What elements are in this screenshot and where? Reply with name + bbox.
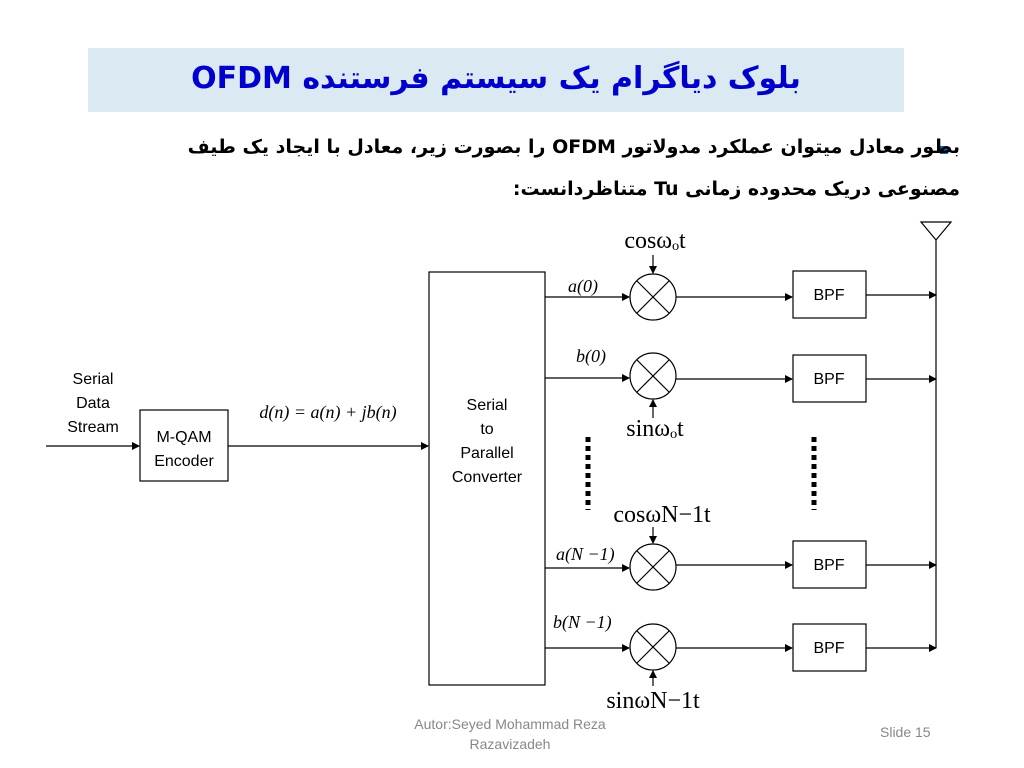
bpf-block-1 bbox=[792, 270, 867, 319]
title-banner: بلوک دیاگرام یک سیستم فرستنده OFDM bbox=[88, 48, 904, 112]
carrier-2-label: sinωₒt bbox=[626, 416, 684, 442]
bullet-icon bbox=[940, 146, 948, 154]
carrier-3-label: cosωN−1t bbox=[613, 502, 711, 528]
carrier-1-label: cosωₒt bbox=[624, 228, 686, 254]
branch-1-signal: a(0) bbox=[568, 276, 598, 297]
bpf-4-label: BPF bbox=[813, 640, 844, 657]
converter-label-line-4: Converter bbox=[452, 469, 523, 486]
bpf-block-2 bbox=[792, 354, 867, 403]
converter-label-line-2: to bbox=[480, 421, 493, 438]
input-label-line-2: Data bbox=[76, 395, 110, 412]
encoder-label-line-1: M-QAM bbox=[156, 429, 211, 446]
branch-4-signal: b(N −1) bbox=[553, 612, 612, 633]
symbol-equation: d(n) = a(n) + jb(n) bbox=[259, 402, 396, 423]
mqam-encoder-block bbox=[139, 409, 229, 482]
body-text-line-1: بطور معادل میتوان عملکرد مدولاتور OFDM ر… bbox=[187, 136, 960, 158]
footer-author-line-2: Razavizadeh bbox=[469, 736, 551, 752]
converter-label-line-3: Parallel bbox=[460, 445, 513, 462]
bpf-block-4 bbox=[792, 623, 867, 672]
bpf-1-label: BPF bbox=[813, 287, 844, 304]
slide-number: Slide 15 bbox=[880, 724, 931, 740]
converter-label-line-1: Serial bbox=[467, 397, 508, 414]
bpf-3-label: BPF bbox=[813, 557, 844, 574]
antenna-icon bbox=[919, 221, 953, 241]
input-label-line-3: Stream bbox=[67, 419, 119, 436]
branch-2-signal: b(0) bbox=[576, 346, 606, 367]
bpf-block-3 bbox=[792, 540, 867, 589]
serial-to-parallel-block bbox=[428, 271, 546, 686]
input-label-line-1: Serial bbox=[73, 371, 114, 388]
slide-title: بلوک دیاگرام یک سیستم فرستنده OFDM bbox=[191, 61, 801, 96]
footer-author: Autor:Seyed Mohammad Reza Razavizadeh bbox=[380, 714, 640, 754]
bpf-2-label: BPF bbox=[813, 371, 844, 388]
body-text-line-2: مصنوعی دریک محدوده زمانی Tu متناظردانست: bbox=[512, 178, 960, 200]
carrier-4-label: sinωN−1t bbox=[606, 688, 700, 714]
footer-author-line-1: Autor:Seyed Mohammad Reza bbox=[414, 716, 606, 732]
branch-3-signal: a(N −1) bbox=[556, 544, 615, 565]
encoder-label-line-2: Encoder bbox=[154, 453, 214, 470]
